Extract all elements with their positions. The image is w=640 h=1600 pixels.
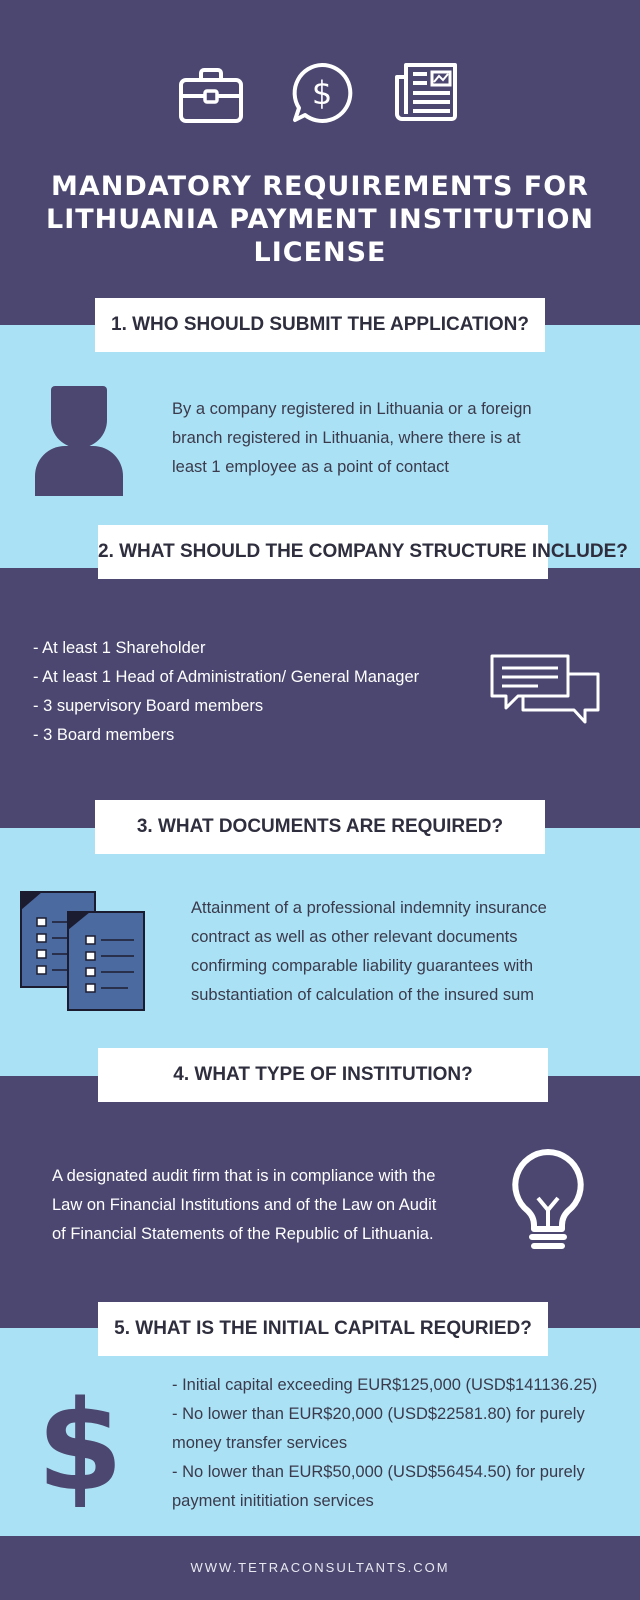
list-item: - 3 supervisory Board members [33,697,264,715]
svg-text:$: $ [312,74,332,112]
question-3: 3. WHAT DOCUMENTS ARE REQUIRED? [95,800,545,854]
band-4 [0,1076,640,1328]
answer-4-text: A designated audit firm that is in compl… [52,1167,437,1243]
dollar-speech-icon: $ [292,62,353,123]
briefcase-icon [179,68,243,123]
answer-3-text: Attainment of a professional indemnity i… [191,899,547,1004]
footer-url[interactable]: WWW.TETRACONSULTANTS.COM [0,1536,640,1600]
newspaper-icon [395,63,457,121]
page-title: MANDATORY REQUIREMENTS FOR LITHUANIA PAY… [46,171,594,268]
list-item: - 3 Board members [33,726,175,744]
answer-2-list: - At least 1 Shareholder - At least 1 He… [33,634,473,750]
band-5 [0,1328,640,1536]
dollar-sign-icon: $ [36,1375,124,1519]
chat-bubbles-icon [490,654,600,724]
question-1: 1. WHO SHOULD SUBMIT THE APPLICATION? [95,298,545,352]
list-item: - Initial capital exceeding EUR$125,000 … [172,1376,598,1394]
answer-1-text: By a company registered in Lithuania or … [172,400,532,476]
list-item: - At least 1 Shareholder [33,639,206,657]
answer-5-list: - Initial capital exceeding EUR$125,000 … [172,1371,622,1516]
question-2: 2. WHAT SHOULD THE COMPANY STRUCTURE INC… [98,525,628,579]
lightbulb-icon [512,1149,584,1249]
list-item: - No lower than EUR$50,000 (USD$56454.50… [172,1463,585,1510]
question-4: 4. WHAT TYPE OF INSTITUTION? [98,1048,548,1102]
list-item: - At least 1 Head of Administration/ Gen… [33,668,420,686]
question-5: 5. WHAT IS THE INITIAL CAPITAL REQURIED? [98,1302,548,1356]
documents-icon [20,891,145,1011]
header-icons: $ [0,58,640,128]
header-band [0,0,640,325]
person-icon [35,386,123,496]
list-item: - No lower than EUR$20,000 (USD$22581.80… [172,1405,585,1452]
